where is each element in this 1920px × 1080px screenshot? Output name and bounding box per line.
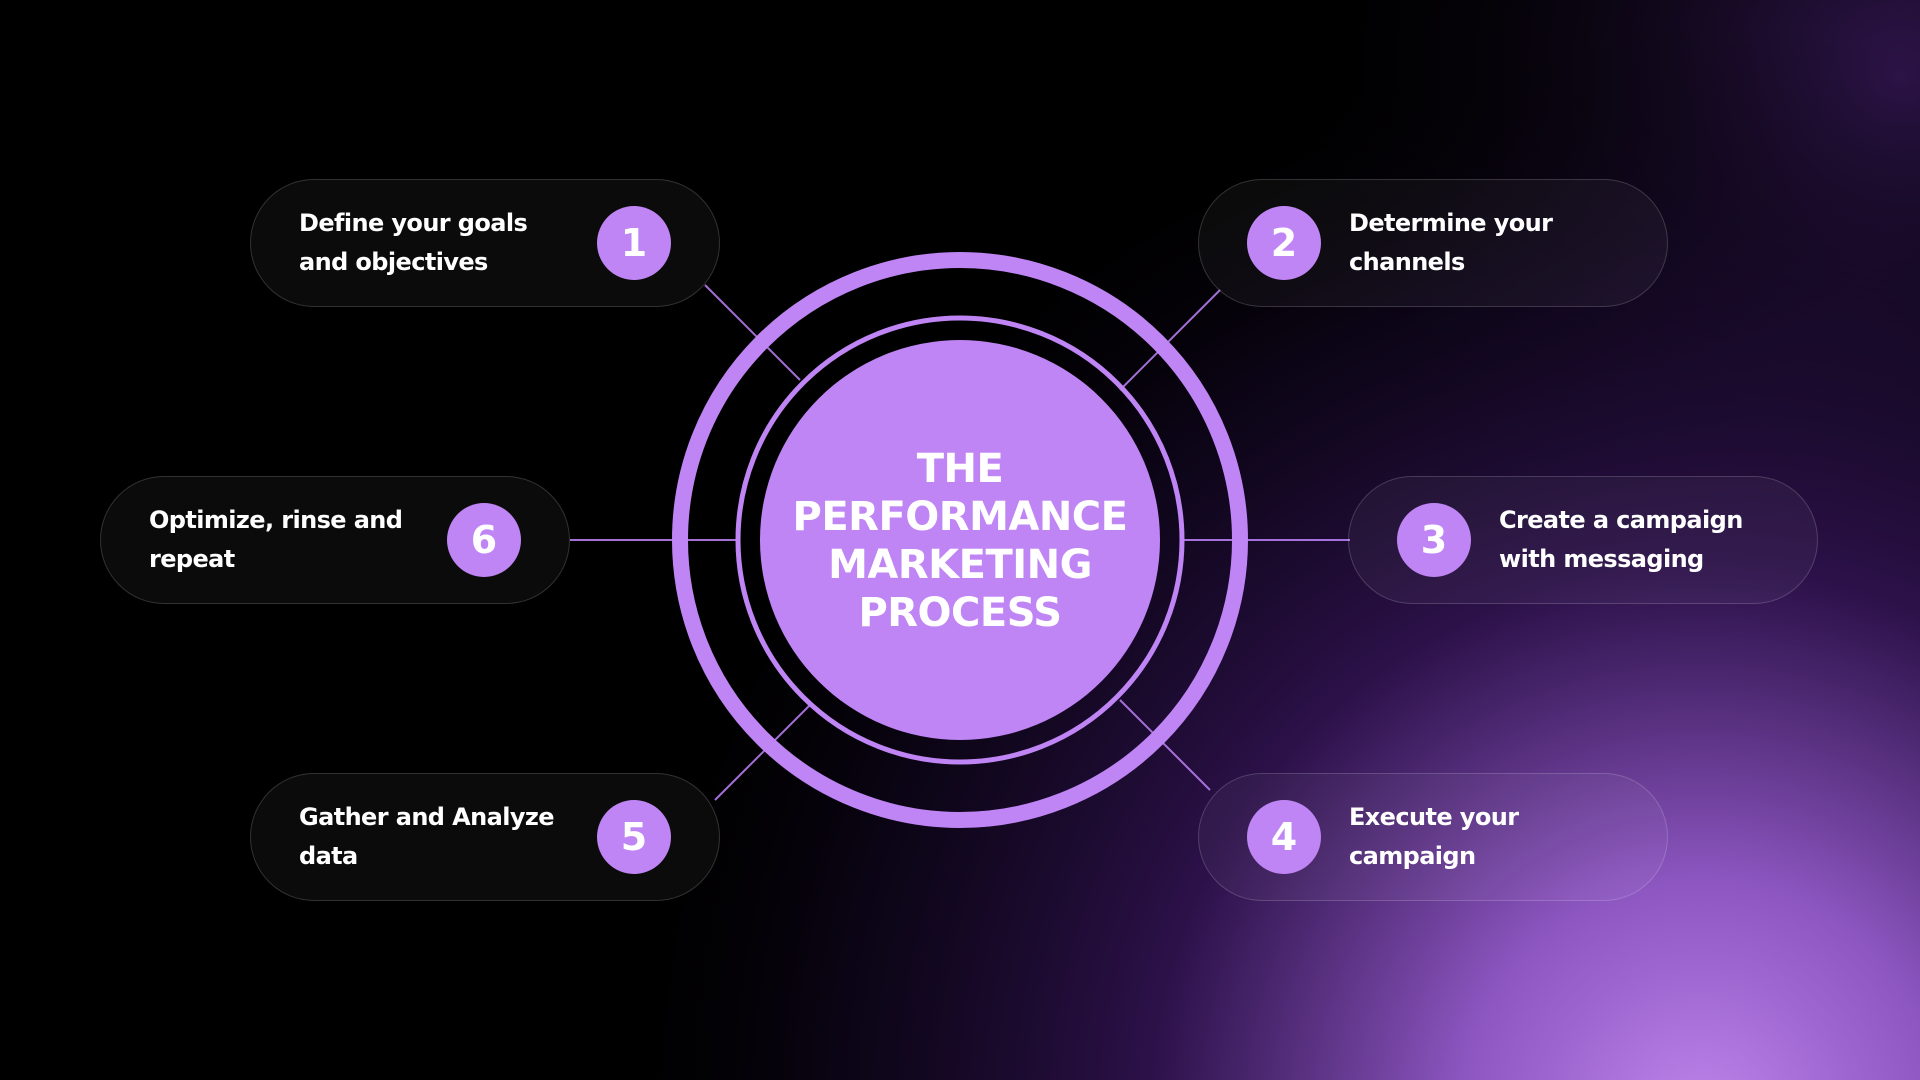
step-label-line: channels — [1349, 248, 1465, 276]
step-number-badge: 5 — [597, 800, 671, 874]
step-label: Gather and Analyze data — [299, 798, 589, 876]
hub-title: THE PERFORMANCE MARKETING PROCESS — [760, 445, 1160, 637]
step-label: Optimize, rinse and repeat — [149, 501, 439, 579]
hub-title-line: MARKETING — [828, 542, 1092, 588]
step-label-line: campaign — [1349, 842, 1476, 870]
connector-2 — [1119, 289, 1221, 391]
step-6: Optimize, rinse and repeat 6 — [100, 476, 570, 604]
step-5: Gather and Analyze data 5 — [250, 773, 720, 901]
step-label-line: data — [299, 842, 358, 870]
step-number-badge: 1 — [597, 206, 671, 280]
step-label: Determine your channels — [1349, 204, 1627, 282]
step-number-badge: 3 — [1397, 503, 1471, 577]
connector-5 — [714, 704, 811, 801]
connector-4 — [1119, 699, 1211, 791]
step-4: 4 Execute your campaign — [1198, 773, 1668, 901]
step-label-line: and objectives — [299, 248, 488, 276]
step-1: Define your goals and objectives 1 — [250, 179, 720, 307]
step-2: 2 Determine your channels — [1198, 179, 1668, 307]
step-label-line: Create a campaign — [1499, 506, 1743, 534]
step-label-line: Define your goals — [299, 209, 528, 237]
step-label-line: with messaging — [1499, 545, 1704, 573]
step-label-line: Execute your — [1349, 803, 1519, 831]
step-number-badge: 2 — [1247, 206, 1321, 280]
step-label-line: Determine your — [1349, 209, 1553, 237]
step-number-badge: 4 — [1247, 800, 1321, 874]
step-label: Define your goals and objectives — [299, 204, 589, 282]
step-label-line: repeat — [149, 545, 235, 573]
step-label-line: Gather and Analyze — [299, 803, 555, 831]
hub-outer-ring — [672, 252, 1248, 828]
step-label: Execute your campaign — [1349, 798, 1627, 876]
step-number-badge: 6 — [447, 503, 521, 577]
hub-inner-ring — [735, 315, 1185, 765]
step-label: Create a campaign with messaging — [1499, 501, 1777, 579]
hub-title-line: PERFORMANCE — [792, 494, 1129, 540]
hub-title-line: PROCESS — [858, 590, 1062, 636]
hub-title-line: THE — [916, 446, 1004, 492]
hub-core — [760, 340, 1160, 740]
connector-1 — [704, 284, 801, 381]
step-3: 3 Create a campaign with messaging — [1348, 476, 1818, 604]
step-label-line: Optimize, rinse and — [149, 506, 403, 534]
